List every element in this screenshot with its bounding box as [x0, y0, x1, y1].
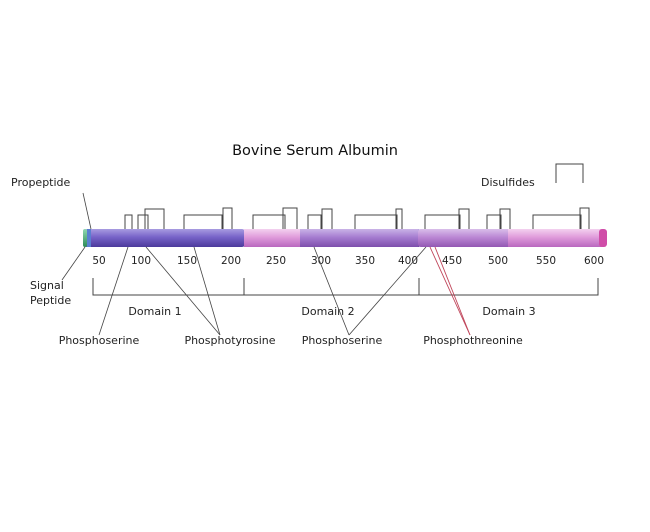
disulfide-bridge [321, 208, 333, 229]
phosphothreonine-leader-a [429, 246, 471, 336]
domain-3-label: Domain 3 [482, 305, 535, 318]
modification-label-phosphoserine-1: Phosphoserine [59, 334, 140, 347]
tick-label: 200 [221, 255, 241, 267]
modification-label-phosphotyrosine: Phosphotyrosine [184, 334, 275, 347]
protein-bar [83, 229, 607, 247]
tick-label: 250 [266, 255, 286, 267]
tick-label: 550 [536, 255, 556, 267]
phosphoserine-1-leader [98, 246, 129, 336]
phosphoserine-2-leader-a [313, 246, 350, 336]
signal-peptide-label-line2: Peptide [30, 294, 71, 307]
modification-label-phosphothreonine: Phosphothreonine [423, 334, 523, 347]
position-ticks: 50 100 150 200 250 300 350 400 450 500 5… [92, 255, 604, 267]
tick-label: 500 [488, 255, 508, 267]
disulfide-bridge [252, 214, 286, 229]
domain-2-violet-overlay [300, 229, 419, 247]
propeptide-label: Propeptide [11, 176, 71, 189]
tick-label: 600 [584, 255, 604, 267]
disulfide-bridges [124, 207, 590, 229]
tick-label: 100 [131, 255, 151, 267]
signal-peptide-label-line1: Signal [30, 279, 64, 292]
disulfide-bridge [395, 208, 403, 229]
propeptide-leader [82, 192, 92, 230]
tick-label: 400 [398, 255, 418, 267]
propeptide-segment [87, 229, 91, 247]
domain-2-label: Domain 2 [301, 305, 354, 318]
signal-peptide-leader [61, 246, 86, 281]
disulfide-bridge [222, 207, 233, 229]
disulfide-bridge [532, 214, 582, 229]
disulfide-bridge [579, 207, 590, 229]
phosphotyrosine-leader-a [145, 246, 221, 336]
tick-label: 300 [311, 255, 331, 267]
modification-label-phosphoserine-2: Phosphoserine [302, 334, 383, 347]
disulfide-bridge [137, 214, 149, 229]
disulfide-bridge [424, 214, 461, 229]
disulfide-bridge [354, 214, 398, 229]
domain-1-label: Domain 1 [128, 305, 181, 318]
domain-bracket-line [92, 278, 599, 296]
disulfide-bridge [486, 214, 502, 229]
disulfide-bridge [282, 207, 298, 229]
phosphotyrosine-leader-b [193, 246, 221, 336]
disulfide-bridge [124, 214, 133, 229]
disulfide-bridge [307, 214, 322, 229]
tick-label: 50 [92, 255, 105, 267]
phosphoserine-2-leader-b [348, 246, 427, 336]
disulfide-bridge [144, 208, 165, 229]
disulfides-label: Disulfides [481, 176, 535, 189]
disulfide-bridge [458, 208, 470, 229]
signal-peptide-segment [83, 229, 87, 247]
domain-3-violet-overlay [418, 229, 508, 247]
tick-label: 350 [355, 255, 375, 267]
tick-label: 450 [442, 255, 462, 267]
phosphothreonine-leader-b [434, 246, 471, 336]
modification-leaders [98, 246, 471, 336]
domain-1-segment [84, 229, 245, 247]
domain-brackets [92, 278, 599, 296]
disulfide-bridge [499, 208, 511, 229]
tick-label: 150 [177, 255, 197, 267]
disulfide-legend-bracket [555, 163, 584, 183]
disulfide-bridge [183, 214, 223, 229]
c-terminus-cap [599, 229, 607, 247]
diagram-title: Bovine Serum Albumin [232, 143, 398, 159]
